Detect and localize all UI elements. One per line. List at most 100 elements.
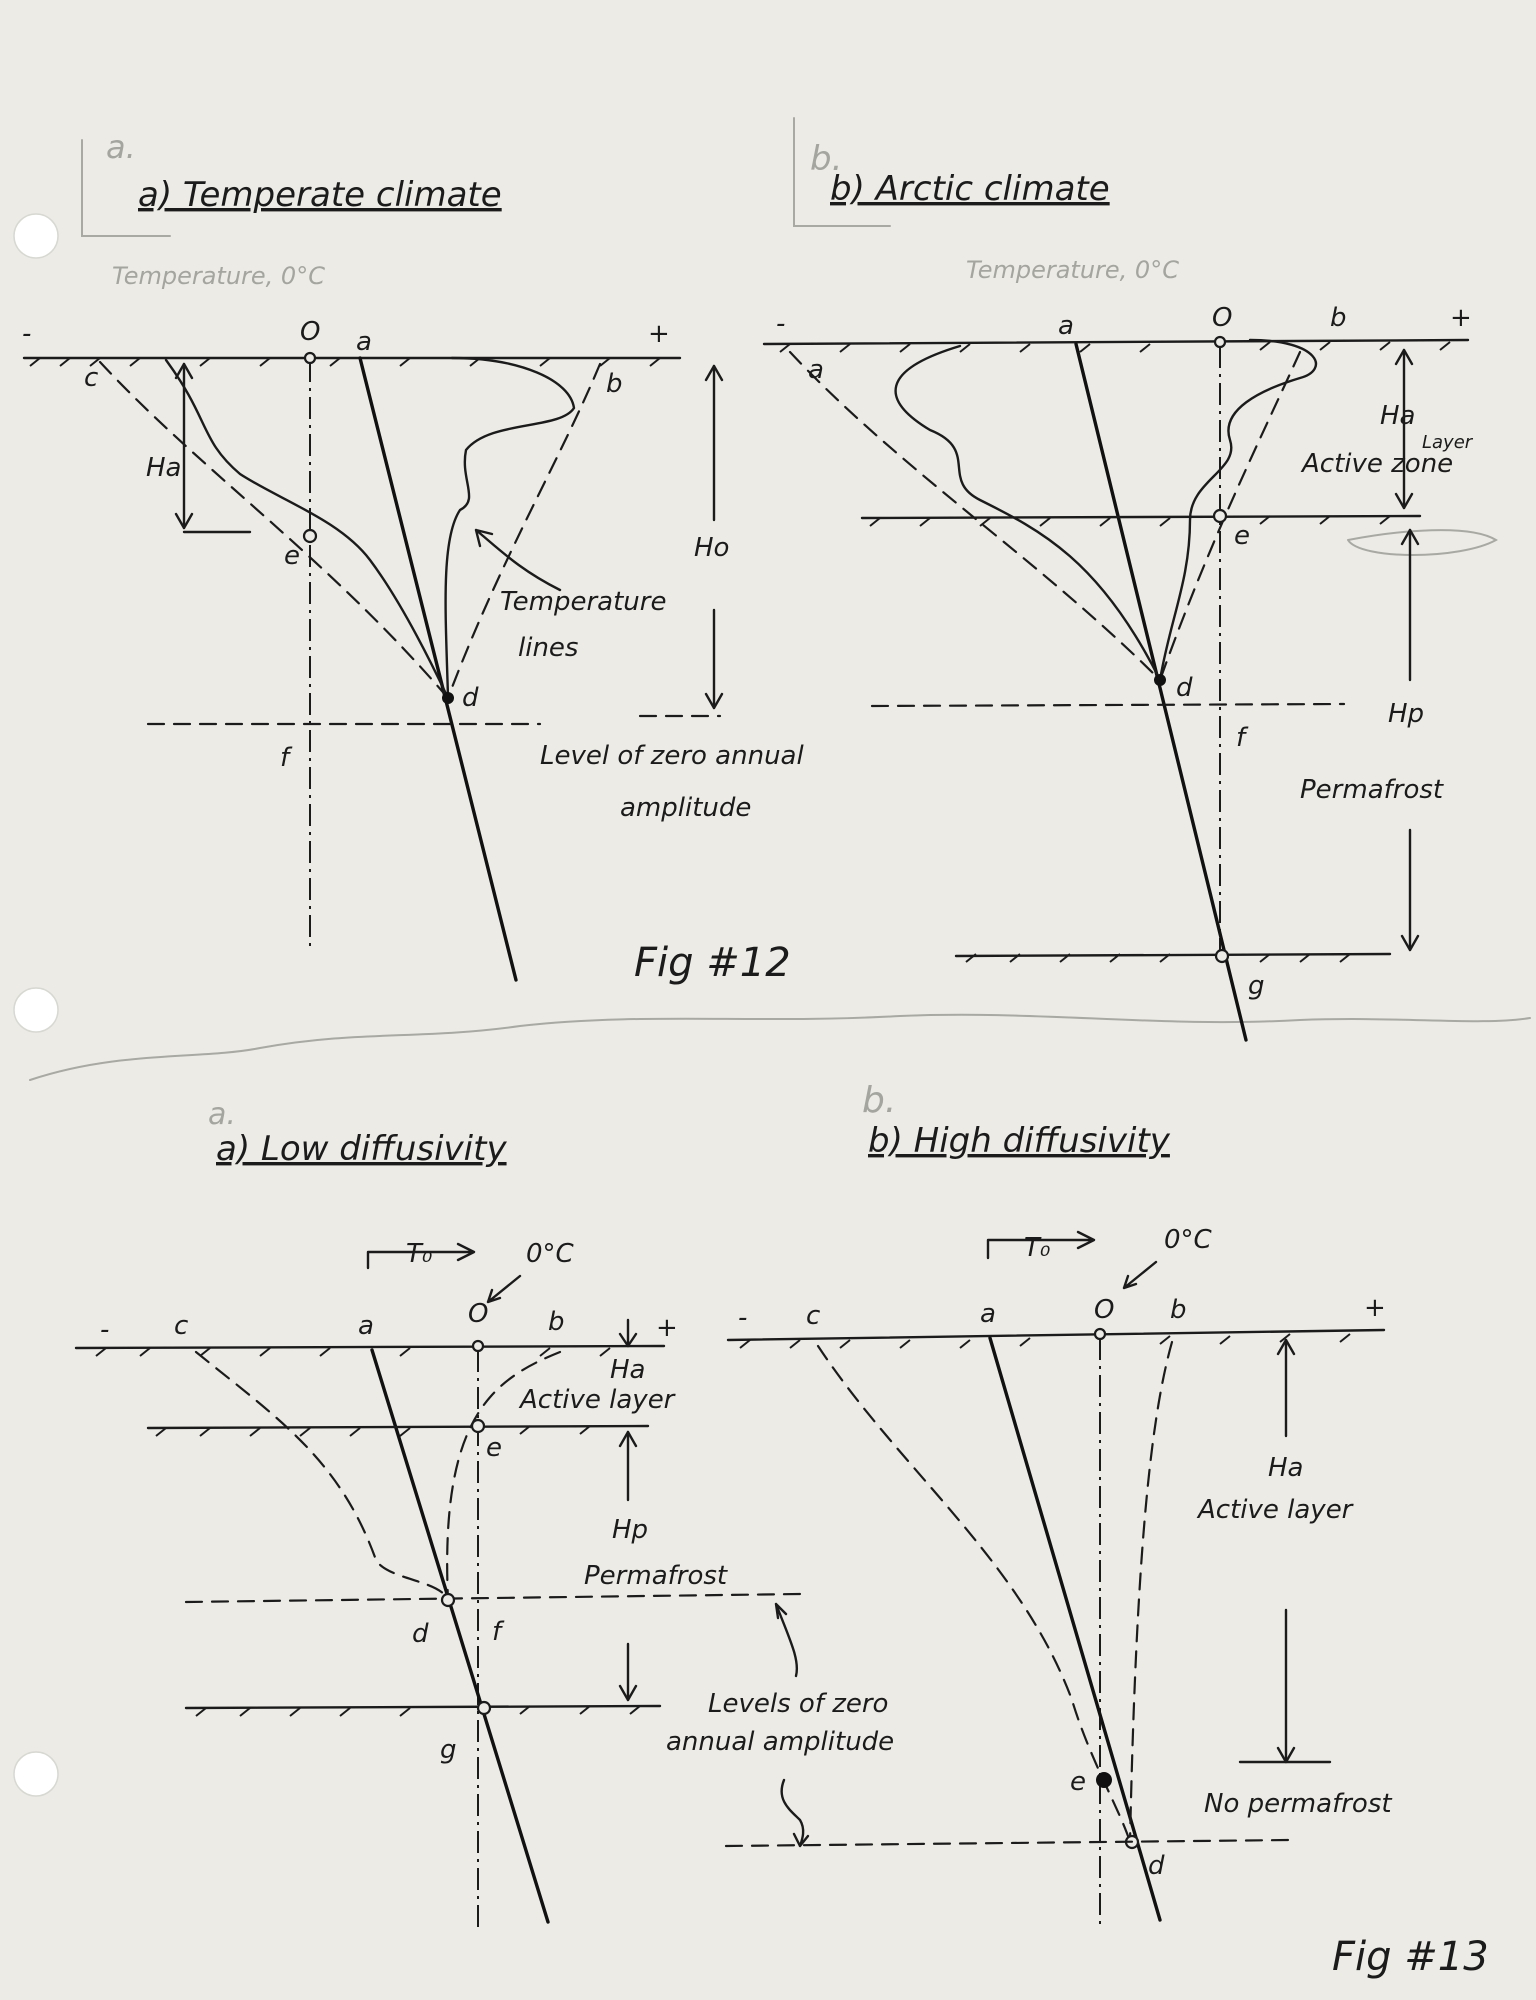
zero-c-arrow-b xyxy=(1122,1260,1158,1290)
t0-bracket-b xyxy=(986,1230,1096,1260)
active-layer-hatching xyxy=(869,515,1391,527)
label-d-13b: d xyxy=(1148,1851,1165,1881)
envelope-left-13b xyxy=(816,1344,1132,1844)
minus-13b: - xyxy=(738,1303,747,1333)
mean-temperature-line xyxy=(358,356,518,982)
ha-label: Ha xyxy=(146,453,181,483)
levels-label-2: annual amplitude xyxy=(666,1727,894,1757)
ground-surface-b xyxy=(762,338,1470,346)
ha-arrows-b xyxy=(1394,348,1414,510)
binder-hole-top xyxy=(13,213,59,259)
zero-amplitude-level-b xyxy=(870,702,1346,708)
ho-arrows xyxy=(704,364,724,710)
envelope-right-b xyxy=(1158,350,1302,682)
label-e-b: e xyxy=(1234,521,1250,551)
t0-label: T₀ xyxy=(406,1239,433,1269)
temperature-lines-label-2: lines xyxy=(518,633,578,663)
panel-title-13a: a) Low diffusivity xyxy=(216,1129,507,1169)
ha-label-13a: Ha xyxy=(610,1355,645,1385)
label-d-13a: d xyxy=(412,1619,429,1649)
pencil-bracket-b xyxy=(793,117,891,227)
hp-arrows-13a xyxy=(618,1430,638,1702)
point-d-b xyxy=(1154,674,1166,686)
label-g-b: g xyxy=(1248,971,1265,1001)
zero-13a: O xyxy=(468,1299,488,1329)
binder-hole-middle xyxy=(13,987,59,1033)
permafrost-label-13a: Permafrost xyxy=(584,1561,728,1591)
active-layer-hatching-13a xyxy=(155,1425,591,1437)
levels-label: Levels of zero xyxy=(708,1689,888,1719)
zero-amplitude-label-2: amplitude xyxy=(620,793,751,823)
point-e-13a xyxy=(470,1418,486,1434)
hp-arrows xyxy=(1400,528,1420,952)
ground-hatching-13a xyxy=(95,1347,611,1357)
temperature-curve-b-2 xyxy=(1158,338,1318,682)
permafrost-hatching xyxy=(965,953,1351,963)
zero-c-label: 0°C xyxy=(526,1239,575,1269)
temperature-curve-1 xyxy=(164,358,450,700)
temperature-note-b: Temperature, 0°C xyxy=(966,256,1179,284)
label-e-13a: e xyxy=(486,1433,502,1463)
pencil-bracket-a xyxy=(81,139,171,237)
point-g-13a xyxy=(476,1700,492,1716)
label-f: f xyxy=(280,743,293,773)
corner-mark-b: b. xyxy=(810,139,842,179)
ha-arrows xyxy=(174,362,194,530)
temperature-lines-label: Temperature xyxy=(500,587,666,617)
zero-label: O xyxy=(300,317,320,347)
point-o xyxy=(303,351,317,365)
zero-amplitude-dashed-13b xyxy=(724,1838,1292,1848)
active-layer-base xyxy=(860,514,1422,520)
label-a-13b: a xyxy=(980,1299,996,1329)
panel-title-13b: b) High diffusivity xyxy=(868,1121,1171,1161)
envelope-left-b xyxy=(788,350,1162,682)
minus-sign-b: - xyxy=(776,309,785,339)
label-f-b: f xyxy=(1236,723,1249,753)
label-b: b xyxy=(606,369,623,399)
ground-hatching-13b xyxy=(739,1333,1351,1349)
t0-bracket xyxy=(366,1242,476,1270)
label-a-left-b: a xyxy=(808,355,824,385)
fig13-panel-low-diffusivity: a. a) Low diffusivity T₀ 0°C - + O c a b… xyxy=(74,1097,894,1930)
ho-label: Ho xyxy=(694,533,729,563)
envelope-left xyxy=(98,360,450,700)
plus-sign-b: + xyxy=(1450,303,1472,333)
label-a-13a: a xyxy=(358,1311,374,1341)
ground-surface-13b xyxy=(726,1328,1386,1342)
corner-mark-a-13: a. xyxy=(208,1097,236,1132)
permafrost-base-13a xyxy=(184,1704,662,1710)
fig12-panel-arctic: b. b) Arctic climate Temperature, 0°C - … xyxy=(762,117,1498,1042)
temperature-curve-b-1 xyxy=(894,344,1162,682)
label-c-13b: c xyxy=(806,1301,820,1331)
fig13-panel-high-diffusivity: b. b) High diffusivity T₀ 0°C - + O c a … xyxy=(724,1080,1392,1930)
zero-amplitude-label: Level of zero annual xyxy=(540,741,804,771)
active-layer-base-13a xyxy=(146,1424,650,1430)
label-d: d xyxy=(462,683,479,713)
label-c-13a: c xyxy=(174,1311,188,1341)
envelope-right xyxy=(446,362,602,700)
temperature-lines-arrow xyxy=(474,528,562,592)
t0-label-b: T₀ xyxy=(1024,1233,1051,1263)
hp-label-13a: Hp xyxy=(612,1515,648,1545)
label-b-13b: b xyxy=(1170,1295,1187,1325)
point-e-b xyxy=(1212,508,1228,524)
minus-sign: - xyxy=(22,319,31,349)
point-e-13b xyxy=(1096,1772,1112,1788)
panel-title-b: b) Arctic climate xyxy=(830,169,1110,209)
fig12-caption: Fig #12 xyxy=(634,940,791,986)
corner-mark-a: a. xyxy=(106,128,136,166)
ha-arrow-13a xyxy=(618,1332,638,1348)
label-f-13a: f xyxy=(492,1617,505,1647)
ha-label-13b: Ha xyxy=(1268,1453,1303,1483)
panel-title: a) Temperate climate xyxy=(138,175,502,215)
point-d xyxy=(442,692,454,704)
zero-c-label-b: 0°C xyxy=(1164,1225,1213,1255)
active-layer-label-13a: Active layer xyxy=(518,1385,677,1415)
label-e-13b: e xyxy=(1070,1767,1086,1797)
point-o-b xyxy=(1213,335,1227,349)
zero-c-arrow xyxy=(486,1274,522,1304)
fig12-panel-temperate: a. a) Temperate climate Temperature, 0°C… xyxy=(22,128,804,982)
no-permafrost-label: No permafrost xyxy=(1204,1789,1392,1819)
point-o-13a xyxy=(471,1339,485,1353)
point-e xyxy=(302,528,318,544)
